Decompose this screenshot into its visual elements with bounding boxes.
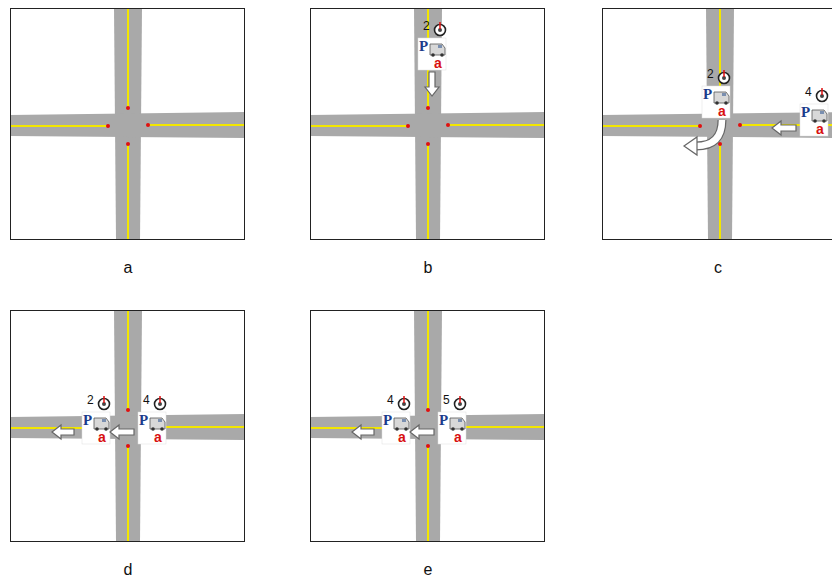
turn-arrow [696,120,722,146]
horizontal-road [310,414,545,440]
intersection-panel [602,8,832,240]
stop-marker [126,408,130,412]
stop-marker [698,124,702,128]
stop-marker [446,123,450,127]
centre-line [10,125,108,127]
stop-marker [426,408,430,412]
panel-caption: e [424,562,433,578]
stop-marker [126,106,130,110]
centre-line [427,310,429,410]
vehicle-number: 2 [87,394,94,406]
icon-letter: a [398,430,406,444]
panel-border [311,311,545,542]
vehicle-icon [382,396,410,444]
vehicle-icon [138,396,166,444]
intersection-panel [310,310,545,542]
icon-letter: P [703,87,712,102]
direction-arrow [110,425,134,439]
horizontal-road [310,112,545,138]
panel-caption: d [124,562,133,578]
panel-border [603,9,832,240]
icon-letter: P [139,413,148,428]
icon-letter: a [454,430,462,444]
turn-arrow-head [684,137,697,155]
direction-arrow [425,72,439,96]
direction-arrow [352,425,374,439]
vehicle-number: 4 [143,394,150,406]
icon-letter: P [83,413,92,428]
horizontal-road [10,414,245,440]
vehicle-number: 4 [805,86,812,98]
icon-letter: P [419,39,428,54]
centre-line [127,446,129,542]
direction-arrow [52,425,74,439]
stop-marker [126,444,130,448]
panel-caption: b [424,260,433,276]
icon-letter: a [718,104,726,118]
panel-caption: c [714,260,722,276]
stop-marker [106,124,110,128]
direction-arrow [772,121,796,135]
centre-line [127,144,129,240]
intersection-panel [10,8,245,240]
icon-letter: a [816,122,824,136]
centre-line [310,125,408,127]
centre-line [427,446,429,542]
stop-marker [426,106,430,110]
stop-marker [406,124,410,128]
icon-letter: P [801,105,810,120]
intersection-panel [310,8,545,240]
stop-marker [126,142,130,146]
direction-arrow [410,425,434,439]
centre-line [719,144,721,240]
stop-marker [146,123,150,127]
vehicle-number: 5 [443,394,450,406]
panel-border [11,311,245,542]
vehicle-icon [438,396,466,444]
vehicle-number: 2 [707,68,714,80]
vehicle-icon [800,88,828,136]
vehicle-icon [702,70,730,118]
panel-caption: a [124,260,133,276]
centre-line [127,8,129,108]
intersection-panel [10,310,245,542]
centre-line [427,144,429,240]
panel-border [311,9,545,240]
centre-line [602,125,700,127]
centre-line [127,310,129,410]
panel-border [11,9,245,240]
icon-letter: a [154,430,162,444]
stop-marker [738,123,742,127]
icon-letter: a [434,56,442,70]
centre-line [148,124,245,126]
icon-letter: a [98,430,106,444]
vehicle-icon [82,396,110,444]
turn-arrow [696,120,722,146]
vehicle-number: 2 [423,20,430,32]
stop-marker [426,142,430,146]
icon-letter: P [439,413,448,428]
vehicle-number: 4 [387,394,394,406]
icon-letter: P [383,413,392,428]
stop-marker [426,444,430,448]
vehicle-icon [418,22,446,70]
centre-line [448,124,545,126]
horizontal-road [10,112,245,138]
